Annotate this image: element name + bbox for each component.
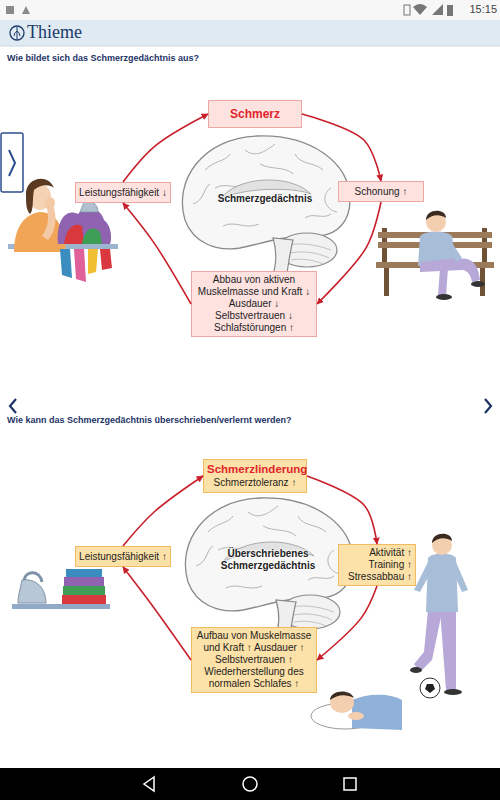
behavior-box: Schonung ↑ [338,181,424,202]
laundry-pile [64,225,84,244]
box-text: Aufbau von Muskelmasse und Kraft ↑ Ausda… [195,630,313,690]
cycle-arrow [317,586,377,660]
folded-laundry-illustration [12,569,110,609]
chevron-icon [9,150,15,176]
woman-hand [45,197,55,209]
man-torso [352,695,402,730]
shoe [410,667,422,673]
side-tab [1,133,23,192]
cycle-arrow [317,202,381,304]
brain-drawing [185,498,353,642]
logo-emblem [14,27,20,39]
man-legs [438,268,448,296]
man-hair [432,534,452,543]
relief-box: SchmerzlinderungSchmerztoleranz ↑ [203,459,307,493]
hanging-cloth [60,249,72,278]
box-text: Schmerz [212,107,298,121]
football [425,684,435,693]
man-hair [426,211,446,220]
box-text: Leistungsfähigkeit ↓ [79,187,167,199]
status-icon [22,6,30,14]
man-legs [414,610,442,672]
box-heading: Schmerzlinderung [207,463,303,477]
bench-leg [384,268,389,296]
iron [80,201,98,212]
section-question: Wie kann das Schmerzgedächtnis überschri… [7,415,292,426]
box-text: Schonung ↑ [342,186,420,198]
man-legs [440,610,456,690]
box-text: Schmerztoleranz ↑ [207,477,303,489]
consequence-box: Aufbau von Muskelmasse und Kraft ↑ Ausda… [191,627,317,693]
status-icon [6,6,14,14]
box-text: Aktivität ↑ Training ↑ Stressabbau ↑ [342,547,412,583]
sleeping-man-illustration [311,691,402,730]
iron [18,580,46,603]
cycle-arrow [123,203,191,304]
app-logo: Thieme [27,22,82,44]
man-hair [330,691,354,700]
back-icon [144,777,154,791]
home-icon [243,777,257,791]
ironing-board [12,604,110,609]
active-man-illustration [410,534,468,698]
cycle-arrow [307,476,377,544]
status-bar [0,0,500,20]
wifi-icon [413,4,427,15]
folded-cloth [62,595,106,604]
nav-bar [0,768,500,800]
man-arm [414,562,432,592]
cycle-arrow [123,114,208,182]
laundry-pile [58,208,111,244]
performance-box: Leistungsfähigkeit ↓ [75,182,171,203]
brain-drawing [182,136,350,280]
battery-icon [447,5,453,16]
folded-cloth [63,586,105,595]
folded-cloth [66,569,102,577]
man-torso [426,554,458,613]
recents-icon [344,778,356,790]
pain-box: Schmerz [208,100,302,128]
folded-cloth [64,577,104,586]
section-question: Wie bildet sich das Schmerzgedächtnis au… [7,53,199,64]
football [420,678,440,698]
shoe [444,689,462,695]
vibrate-icon [404,5,410,15]
header-rule [0,46,500,47]
woman-hair [26,179,54,214]
hanging-cloth [100,249,112,270]
app-header [0,20,500,46]
performance-box: Leistungsfähigkeit ↑ [75,546,171,567]
logo-emblem [10,26,24,40]
brain-label: Schmerzgedächtnis [205,193,325,205]
man-legs [452,258,480,282]
hanging-cloth [74,249,86,282]
iron-handle [24,573,42,582]
consequence-box: Abbau von aktiven Muskelmasse und Kraft … [191,271,317,337]
hanging-cloth [88,249,98,274]
chevron-icon [485,399,491,413]
signal-icon [432,4,443,15]
cycle-arrow [123,476,203,546]
activity-box: Aktivität ↑ Training ↑ Stressabbau ↑ [338,544,416,586]
shoe [436,294,452,300]
box-text: Leistungsfähigkeit ↑ [79,551,167,563]
status-time: 15:15 [440,3,497,16]
man-hand [348,712,364,720]
brain-label: Überschriebenes Schmerzgedächtnis [210,548,326,572]
cycle-arrow [123,567,191,660]
shoe [471,281,485,287]
box-text: Abbau von aktiven Muskelmasse und Kraft … [195,274,313,334]
laundry-pile [82,228,102,244]
woman-arm [42,204,55,240]
connector-group [123,114,381,660]
chevron-icon [10,399,16,413]
man-arm [452,562,468,592]
man-arm [446,240,462,262]
cycle-arrow [302,114,381,181]
resting-man-illustration [376,211,494,300]
